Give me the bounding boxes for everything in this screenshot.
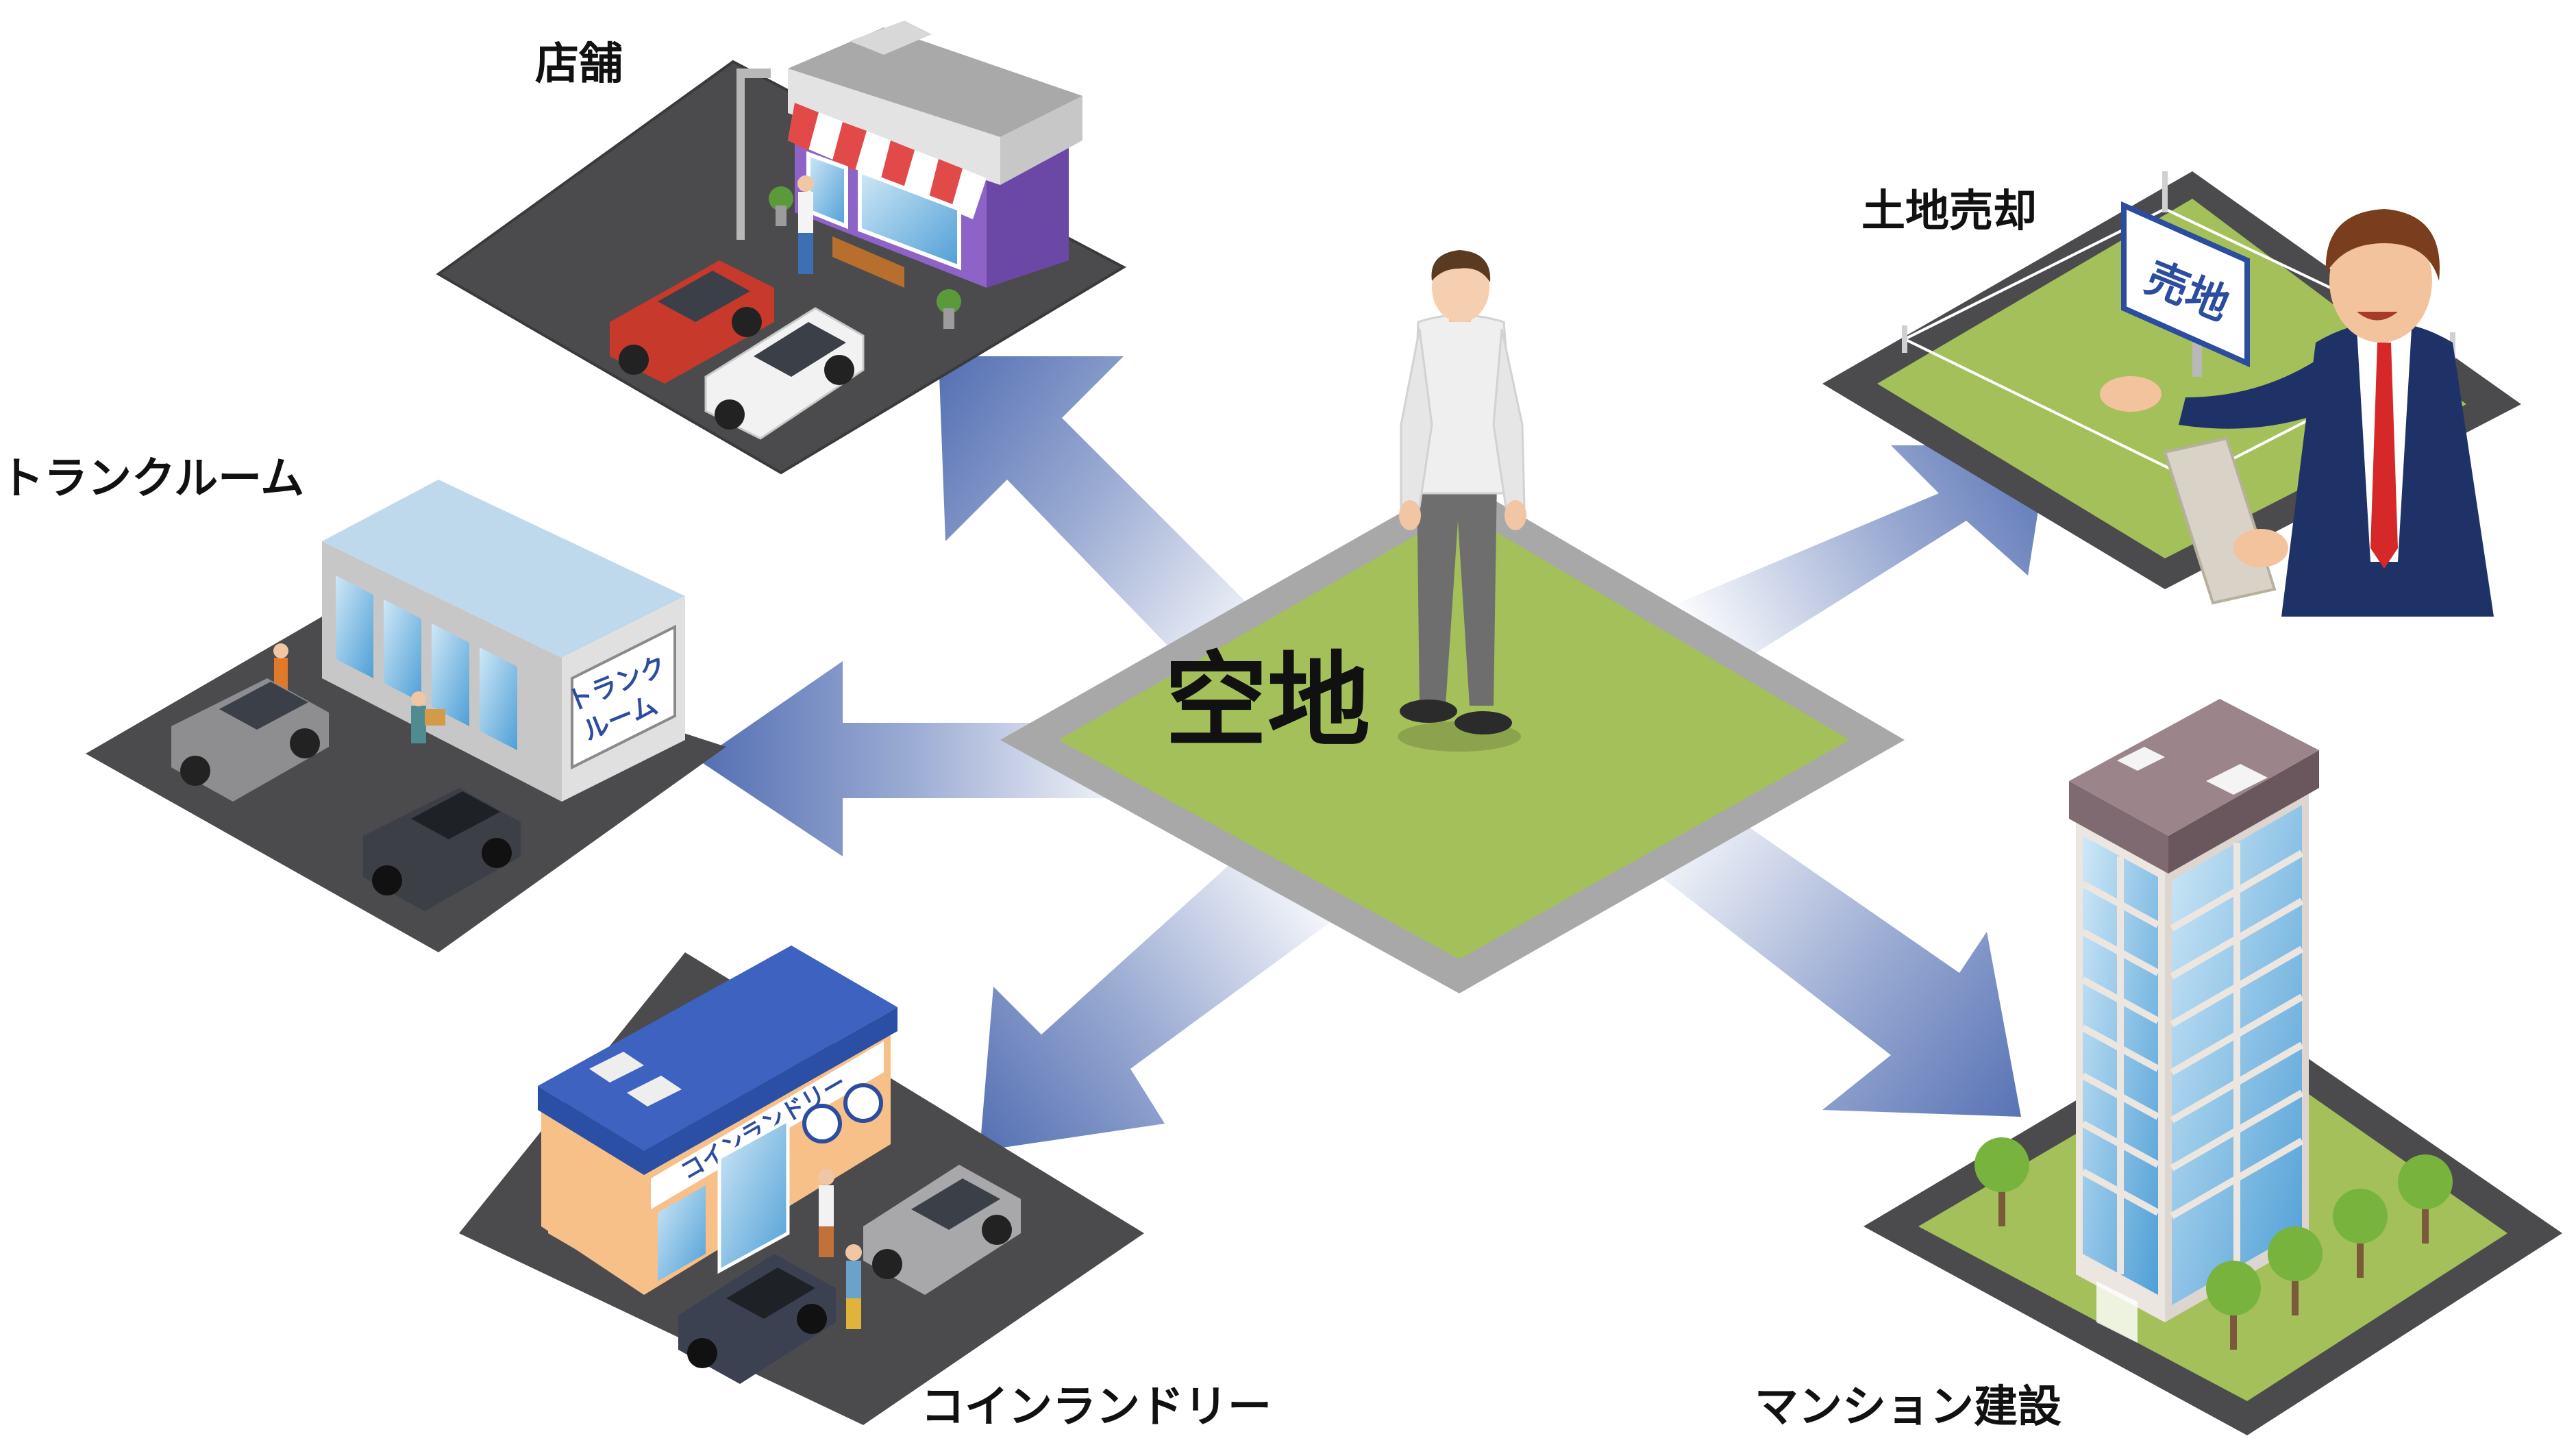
- red-car: [610, 260, 774, 384]
- vacant-lot: [1000, 480, 1905, 993]
- store-awning: [788, 103, 987, 219]
- dark-car: [363, 788, 521, 911]
- grey-car: [171, 678, 329, 802]
- apartment-label: マンション建設: [1755, 1382, 2061, 1433]
- salesman-illustration: [2100, 209, 2494, 617]
- coin-laundry-illustration: コインランドリー: [459, 945, 1144, 1425]
- trunk-room-label: トランクルーム: [0, 454, 304, 504]
- arrow-to-store: [939, 356, 1302, 685]
- trunk-room-illustration: トランク ルーム: [86, 480, 726, 952]
- for-sale-sign: 売地: [2121, 201, 2250, 377]
- apartment-windows-front: [2083, 805, 2302, 1305]
- white-car: [704, 307, 865, 440]
- arrow-to-coin-laundry: [980, 843, 1336, 1151]
- arrow-to-land-sale: [1679, 445, 2048, 671]
- store-illustration: [436, 21, 1127, 475]
- arrow-to-apartment: [1617, 788, 2021, 1117]
- land-sale-label: 土地売却: [1861, 186, 2037, 237]
- trees: [1974, 1137, 2453, 1350]
- coin-laundry-label: コインランドリー: [921, 1382, 1272, 1433]
- center-label: 空地: [1165, 642, 1370, 761]
- apartment-illustration: [1863, 699, 2562, 1435]
- navy-car: [678, 1254, 836, 1384]
- store-label: 店舗: [535, 39, 623, 90]
- silver-car: [863, 1165, 1021, 1295]
- arrow-to-trunk-room: [699, 661, 1151, 856]
- standing-man-illustration: [1398, 250, 1526, 752]
